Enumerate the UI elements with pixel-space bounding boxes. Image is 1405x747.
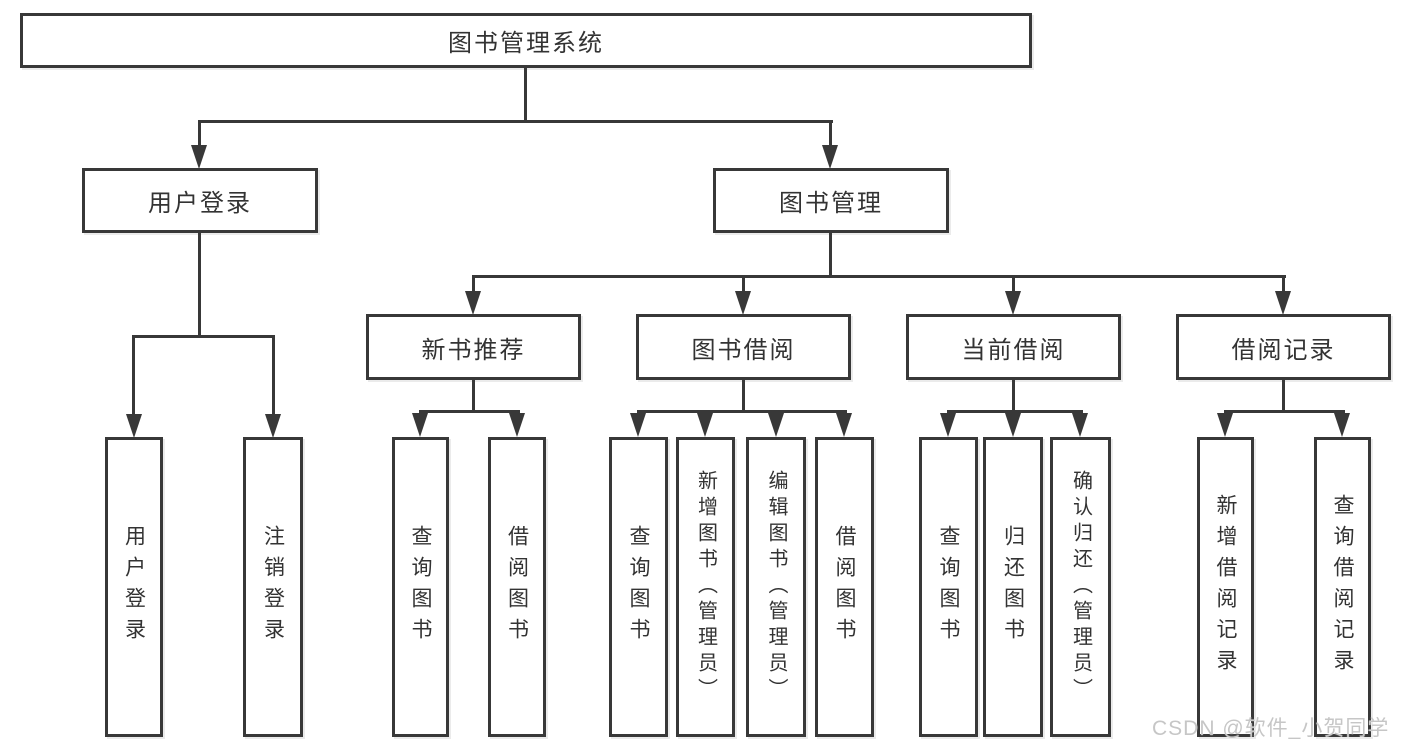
node-user-login-label: 用户登录 — [148, 190, 252, 217]
leaf-current-confirm-return-admin: 确认归还（管理员） — [1050, 437, 1111, 737]
connector-current-stem — [1012, 380, 1015, 411]
leaf-user-login-label: 用户登录 — [122, 525, 146, 649]
arrow-records-query — [1334, 413, 1350, 437]
leaf-user-login: 用户登录 — [105, 437, 163, 737]
connector-drop-leaf-login — [132, 335, 135, 415]
connector-drop-current — [1012, 275, 1015, 292]
connector-records-branch — [1224, 410, 1345, 413]
leaf-logout-label: 注销登录 — [261, 525, 285, 649]
csdn-watermark: CSDN @软件_小贺同学 — [1152, 717, 1390, 740]
connector-user-login-stem — [198, 233, 201, 337]
connector-borrow-branch — [637, 410, 847, 413]
connector-root-stem — [524, 67, 527, 120]
arrow-to-current — [1005, 291, 1021, 315]
arrow-to-borrow — [735, 291, 751, 315]
node-user-login: 用户登录 — [82, 168, 318, 233]
node-new-book-recommend: 新书推荐 — [366, 314, 581, 380]
leaf-current-query-books: 查询图书 — [919, 437, 978, 737]
leaf-borrow-query-books: 查询图书 — [609, 437, 668, 737]
connector-stem-book-mgmt — [829, 120, 832, 146]
leaf-borrow-edit-books-admin-label: 编辑图书（管理员） — [765, 470, 787, 704]
leaf-borrow-add-books-admin: 新增图书（管理员） — [676, 437, 735, 737]
leaf-newbook-borrow-books-label: 借阅图书 — [505, 525, 529, 649]
leaf-borrow-add-books-admin-label: 新增图书（管理员） — [694, 470, 717, 704]
leaf-records-query-record-label: 查询借阅记录 — [1331, 494, 1354, 680]
connector-borrow-stem — [742, 380, 745, 411]
connector-drop-leaf-logout — [272, 335, 275, 415]
node-book-management: 图书管理 — [713, 168, 949, 233]
leaf-current-return-books-label: 归还图书 — [1001, 525, 1025, 649]
leaf-current-query-books-label: 查询图书 — [937, 525, 960, 649]
node-book-borrow: 图书借阅 — [636, 314, 851, 380]
arrow-current-return — [1005, 413, 1021, 437]
arrow-to-user-login — [191, 145, 207, 169]
connector-branch-level3 — [472, 275, 1286, 278]
node-book-borrow-label: 图书借阅 — [691, 336, 796, 364]
connector-drop-borrow — [742, 275, 745, 292]
leaf-borrow-borrow-books-label: 借阅图书 — [833, 525, 856, 649]
node-root: 图书管理系统 — [20, 13, 1032, 68]
arrow-to-leaf-logout — [265, 414, 281, 438]
connector-current-branch — [947, 410, 1083, 413]
connector-newbook-branch — [419, 410, 520, 413]
arrow-to-records — [1275, 291, 1291, 315]
leaf-borrow-query-books-label: 查询图书 — [627, 525, 650, 649]
connector-records-stem — [1282, 380, 1285, 411]
connector-user-login-branch — [132, 335, 275, 338]
connector-book-mgmt-stem — [829, 233, 832, 278]
node-current-borrow: 当前借阅 — [906, 314, 1121, 380]
node-new-book-recommend-label: 新书推荐 — [421, 336, 526, 364]
arrow-to-book-mgmt — [822, 145, 838, 169]
arrow-borrow-borrow — [836, 413, 852, 437]
arrow-newbook-borrow — [509, 413, 525, 437]
leaf-records-add-record: 新增借阅记录 — [1197, 437, 1254, 737]
connector-drop-records — [1282, 275, 1285, 292]
arrow-records-add — [1217, 413, 1233, 437]
leaf-records-add-record-label: 新增借阅记录 — [1214, 494, 1237, 680]
arrow-borrow-query — [630, 413, 646, 437]
leaf-current-confirm-return-admin-label: 确认归还（管理员） — [1069, 470, 1092, 704]
leaf-newbook-query-books: 查询图书 — [392, 437, 449, 737]
arrow-current-confirm — [1072, 413, 1088, 437]
leaf-newbook-query-books-label: 查询图书 — [409, 525, 432, 649]
node-root-label: 图书管理系统 — [448, 30, 604, 57]
leaf-current-return-books: 归还图书 — [983, 437, 1043, 737]
node-borrow-records: 借阅记录 — [1176, 314, 1391, 380]
arrow-borrow-add — [697, 413, 713, 437]
arrow-to-leaf-login — [126, 414, 142, 438]
connector-stem-user-login — [198, 120, 201, 146]
arrow-current-query — [940, 413, 956, 437]
node-current-borrow-label: 当前借阅 — [961, 336, 1066, 364]
arrow-to-new-book — [465, 291, 481, 315]
node-borrow-records-label: 借阅记录 — [1231, 336, 1336, 364]
connector-newbook-stem — [472, 380, 475, 411]
arrow-newbook-query — [412, 413, 428, 437]
leaf-borrow-borrow-books: 借阅图书 — [815, 437, 874, 737]
node-book-management-label: 图书管理 — [779, 190, 883, 217]
arrow-borrow-edit — [768, 413, 784, 437]
leaf-logout: 注销登录 — [243, 437, 303, 737]
leaf-borrow-edit-books-admin: 编辑图书（管理员） — [746, 437, 806, 737]
connector-branch-level2 — [198, 120, 833, 123]
leaf-newbook-borrow-books: 借阅图书 — [488, 437, 546, 737]
leaf-records-query-record: 查询借阅记录 — [1314, 437, 1371, 737]
connector-drop-new-book — [472, 275, 475, 292]
